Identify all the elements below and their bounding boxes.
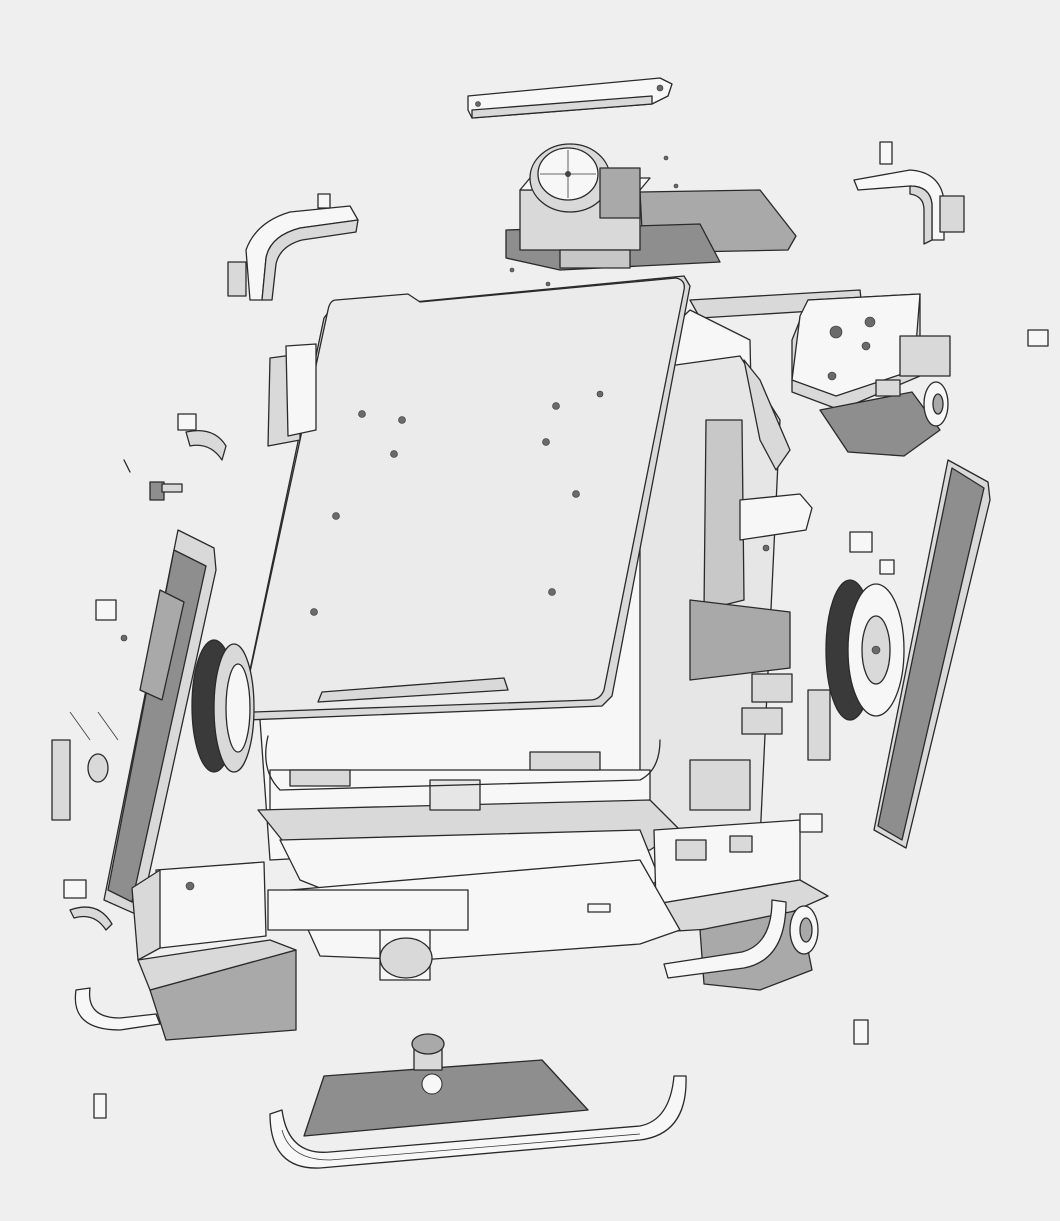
main-top-plate <box>241 275 691 721</box>
bottom-curved-bumper <box>269 1075 687 1169</box>
upper-right-curved-bracket <box>853 141 965 245</box>
right-side-panel <box>849 459 991 849</box>
left-side-panel <box>51 529 217 917</box>
left-wheel <box>191 639 255 773</box>
lower-right-motor-block <box>653 759 869 1045</box>
bottom-base-plate <box>267 859 681 981</box>
bottom-wedge-plate <box>303 1033 589 1137</box>
right-motor-block <box>791 293 951 457</box>
left-small-brackets <box>123 343 317 501</box>
top-gauge-motor-assembly <box>505 143 797 287</box>
upper-left-curved-bracket <box>227 193 359 301</box>
top-bar-bracket <box>467 77 673 119</box>
right-wheel <box>741 579 905 761</box>
lower-left-motor-block <box>63 861 297 1119</box>
small-fasteners <box>120 329 1049 642</box>
